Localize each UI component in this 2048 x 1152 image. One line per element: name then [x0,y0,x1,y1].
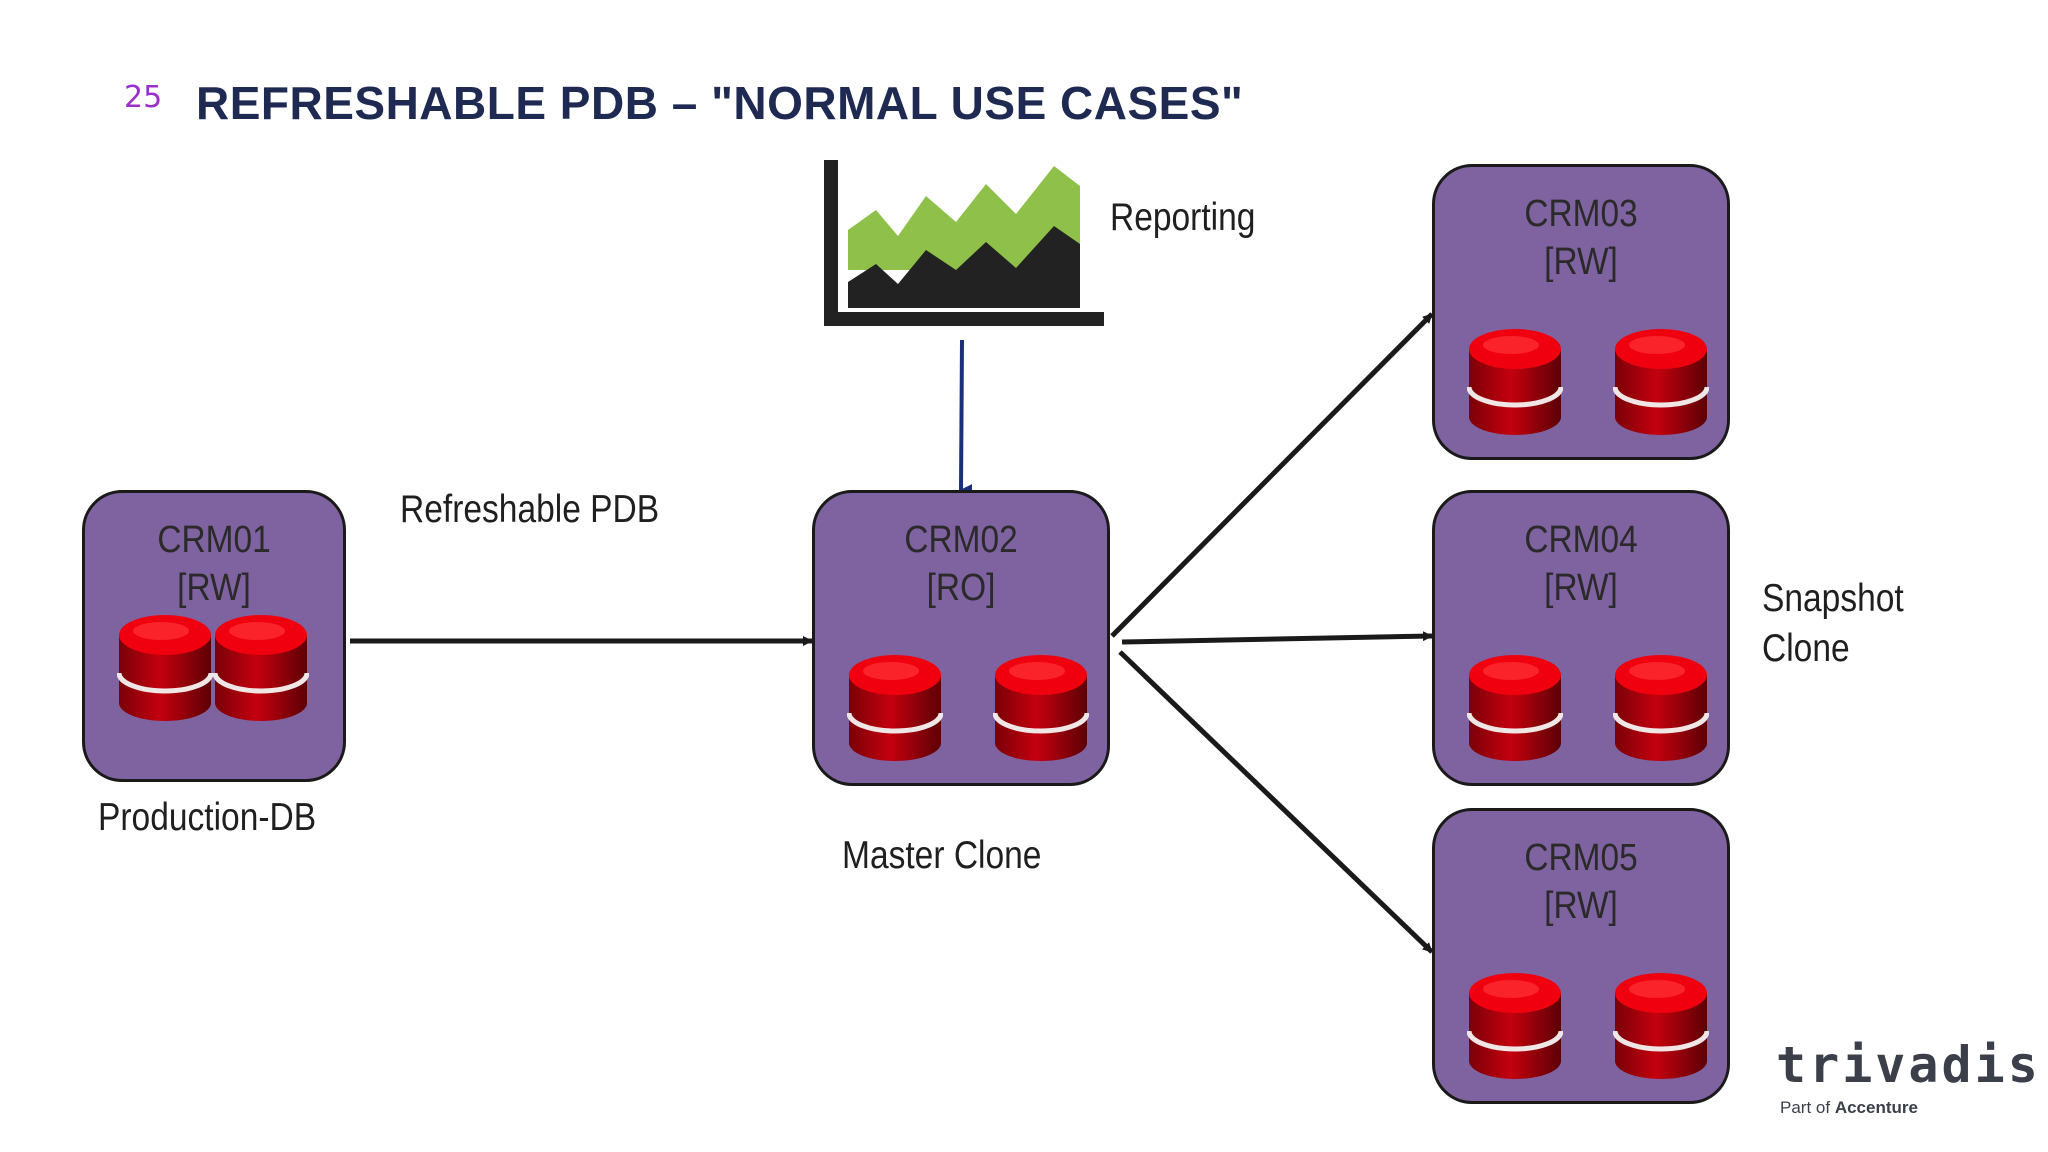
logo-tagline-brand: Accenture [1834,1098,1918,1117]
production-db-label: Production-DB [98,796,317,839]
slide-number: 25 [124,80,163,115]
node-name: CRM03 [1524,193,1638,235]
master-clone-label: Master Clone [842,834,1042,877]
database-icon [1467,971,1563,1083]
node-name: CRM05 [1524,837,1638,879]
area-chart-icon [824,160,1104,326]
arrow-reporting-to-crm02 [959,339,973,497]
logo-tagline-prefix: Part of [1780,1098,1831,1117]
snapshot-label-line2: Clone [1762,627,1850,670]
node-crm03: CRM03 [RW] [1432,164,1730,460]
node-mode: [RW] [1544,241,1618,283]
reporting-label: Reporting [1110,196,1256,239]
database-icon [847,653,943,765]
database-icon [1613,653,1709,765]
node-name: CRM01 [157,519,271,561]
node-crm01: CRM01 [RW] [82,490,346,782]
database-icon [1467,327,1563,439]
snapshot-clone-label: Snapshot Clone [1762,574,1904,674]
refreshable-pdb-label: Refreshable PDB [400,488,660,531]
database-icon [1467,653,1563,765]
node-mode: [RW] [177,567,251,609]
node-name: CRM02 [904,519,1018,561]
node-crm05: CRM05 [RW] [1432,808,1730,1104]
snapshot-label-line1: Snapshot [1762,577,1904,620]
database-icon [1613,327,1709,439]
trivadis-logo: trivadis [1776,1036,2041,1094]
node-mode: [RO] [926,567,996,609]
database-icon [117,613,213,725]
arrow-crm02-to-crm04 [1121,631,1433,645]
node-mode: [RW] [1544,885,1618,927]
node-crm04: CRM04 [RW] [1432,490,1730,786]
database-icon [213,613,309,725]
logo-tagline: Part of Accenture [1780,1098,1918,1118]
node-crm02: CRM02 [RO] [812,490,1110,786]
arrow-crm02-to-crm03 [1110,312,1434,638]
arrow-crm02-to-crm05 [1118,650,1434,954]
slide-title: REFRESHABLE PDB – "NORMAL USE CASES" [196,77,1244,129]
node-name: CRM04 [1524,519,1638,561]
database-icon [1613,971,1709,1083]
node-mode: [RW] [1544,567,1618,609]
database-icon [993,653,1089,765]
